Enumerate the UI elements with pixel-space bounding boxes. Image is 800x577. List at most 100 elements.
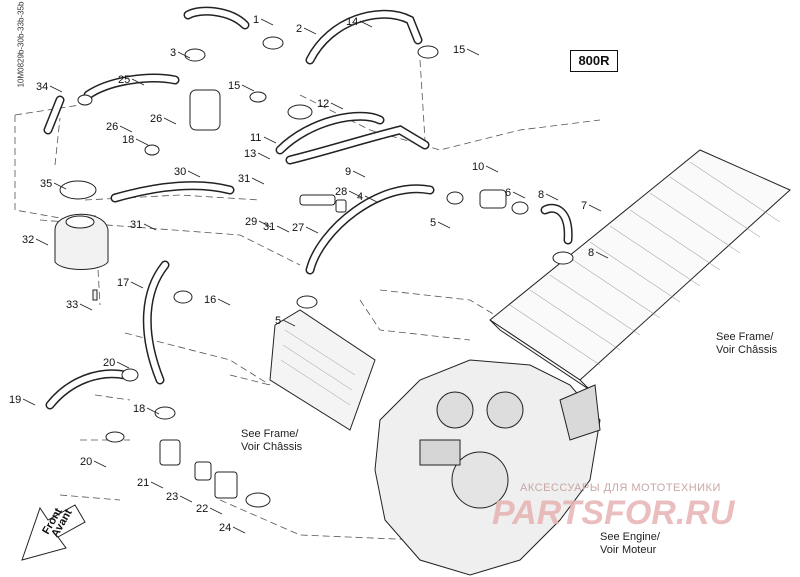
callout-leader [179,495,193,503]
callout-leader [595,251,609,259]
callout-29: 29 [245,216,257,228]
note-frame-right-line1: See Frame/ [716,331,774,343]
hose-highlights [45,8,572,408]
callout-15: 15 [453,44,465,56]
clamps-and-fittings [77,36,574,508]
callout-leader [364,195,378,203]
callout-26: 26 [150,113,162,125]
callout-28: 28 [335,186,347,198]
callout-leader [187,170,201,178]
callout-21: 21 [137,477,149,489]
callout-5: 5 [275,315,281,327]
callout-2: 2 [296,23,302,35]
callout-16: 16 [204,294,216,306]
callout-3: 3 [170,47,176,59]
callout-19: 19 [9,394,21,406]
callout-13: 13 [244,148,256,160]
callout-leader [135,138,149,146]
left-radiator [269,309,376,431]
callout-31: 31 [263,221,275,233]
watermark-logo: PARTSFOR.RU [492,494,735,532]
engine-block [374,359,601,576]
callout-leader [53,182,67,190]
callout-leader [303,27,317,35]
callout-leader [119,125,133,133]
model-badge: 800R [570,50,618,72]
note-frame-right-line2: Voir Châssis [716,344,778,356]
callout-leader [146,407,160,415]
callout-leader [177,51,191,59]
callout-leader [545,193,559,201]
callout-leader [131,78,145,86]
callout-leader [251,177,265,185]
callout-leader [512,191,526,199]
callout-leader [258,220,272,228]
document-id: 10M0829b-30b-33b-35b [16,1,26,88]
callout-leader [22,398,36,406]
callout-leader [49,85,63,93]
callout-18: 18 [122,134,134,146]
callout-35: 35 [40,178,52,190]
callout-leader [130,281,144,289]
note-frame-left-line1: See Frame/ [241,428,299,440]
callout-6: 6 [505,187,511,199]
callout-14: 14 [346,16,358,28]
callout-34: 34 [36,81,48,93]
callout-30: 30 [174,166,186,178]
coolant-reservoir [54,180,109,301]
callout-4: 4 [357,191,363,203]
callout-leader [588,204,602,212]
callout-15: 15 [228,80,240,92]
callout-leader [305,226,319,234]
reference-notes: See Frame/ Voir Châssis See Frame/ Voir … [241,331,778,556]
note-frame-left-line2: Voir Châssis [241,441,303,453]
callout-leader [241,84,255,92]
callout-leader [282,319,296,327]
callout-leader [163,117,177,125]
note-engine-line2: Voir Moteur [600,544,657,556]
callout-leader [93,460,107,468]
callout-27: 27 [292,222,304,234]
callout-leader [352,170,366,178]
callout-leader [143,223,157,231]
callout-leader [466,48,480,56]
callout-22: 22 [196,503,208,515]
callout-24: 24 [219,522,231,534]
callout-leader [348,190,362,198]
callout-33: 33 [66,299,78,311]
callout-leader [79,303,93,311]
callout-leader [150,481,164,489]
callout-leader [276,225,290,233]
callout-12: 12 [317,98,329,110]
callout-7: 7 [581,200,587,212]
callout-leader [232,526,246,534]
callout-20: 20 [80,456,92,468]
callout-leader [485,165,499,173]
callout-leader [257,152,271,160]
callout-10: 10 [472,161,484,173]
callout-leader [260,18,274,26]
callout-17: 17 [117,277,129,289]
callout-leader [359,20,373,28]
watermark-text: АКСЕССУАРЫ ДЛЯ МОТОТЕХНИКИ [520,482,721,494]
callout-23: 23 [166,491,178,503]
callout-8: 8 [538,189,544,201]
callout-leader [209,507,223,515]
callout-leader [330,102,344,110]
callout-26: 26 [106,121,118,133]
callout-18: 18 [133,403,145,415]
note-engine-line1: See Engine/ [600,531,661,543]
callout-leader [437,221,451,229]
callout-leader [35,238,49,246]
callout-leader [263,136,277,144]
callout-1: 1 [253,14,259,26]
callout-32: 32 [22,234,34,246]
front-arrow: Front Avant [21,504,86,561]
callout-20: 20 [103,357,115,369]
callout-leader [116,361,130,369]
callout-5: 5 [430,217,436,229]
callout-9: 9 [345,166,351,178]
callout-31: 31 [130,219,142,231]
